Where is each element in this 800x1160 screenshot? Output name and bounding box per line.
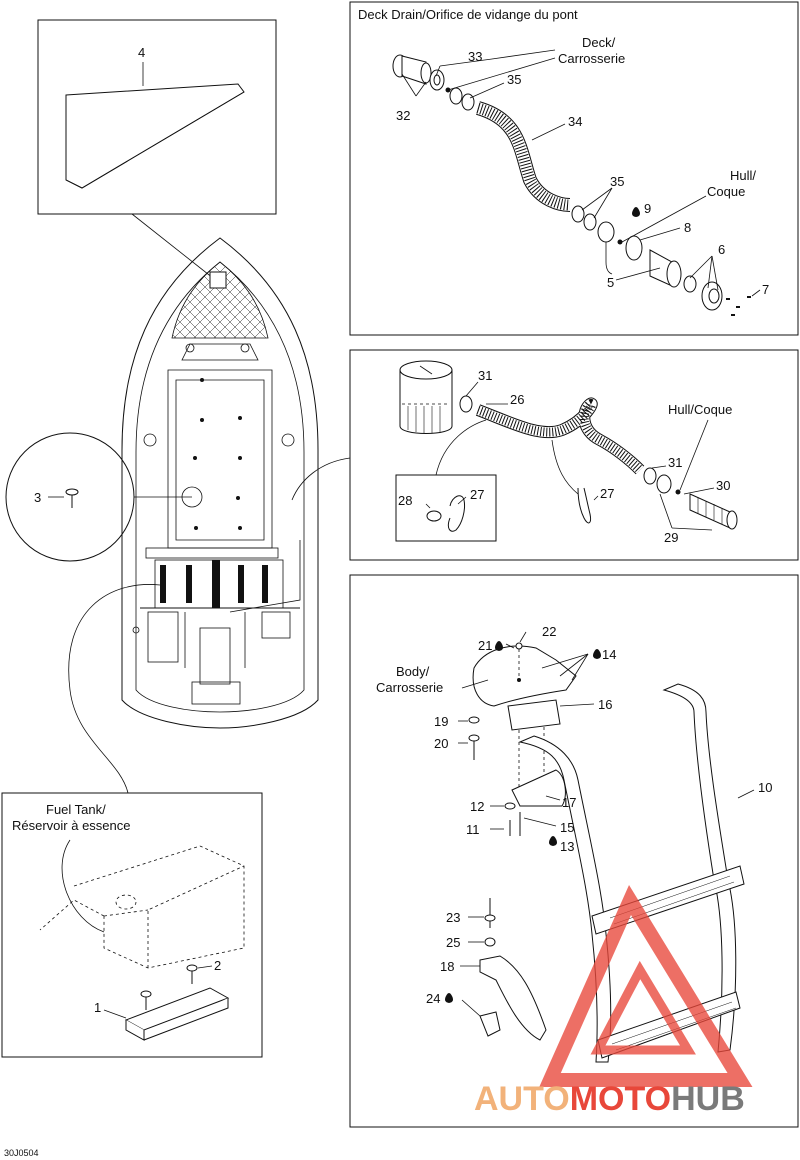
part-number-3: 3 <box>34 490 41 505</box>
part-number-31-lower: 31 <box>668 455 682 470</box>
part-number-28: 28 <box>398 493 412 508</box>
panel-frame-part4 <box>37 19 277 215</box>
bilge-pump-assembly <box>399 360 738 530</box>
part-number-10: 10 <box>758 780 772 795</box>
body-label: Body/ <box>396 664 430 679</box>
fuel-tank-label: Fuel Tank/ <box>46 802 106 817</box>
part-number-9: 9 <box>644 201 651 216</box>
deck-mat-part <box>65 62 245 189</box>
part-number-20: 20 <box>434 736 448 751</box>
part-number-27: 27 <box>600 486 614 501</box>
watermark-part2: MOTO <box>570 1080 671 1118</box>
part-number-24: 24 <box>426 991 440 1006</box>
part-number-5: 5 <box>607 275 614 290</box>
ladder-leaders <box>445 631 755 1017</box>
part-number-18: 18 <box>440 959 454 974</box>
bilge-inset-arrow <box>435 419 487 476</box>
deck-label: Deck/ <box>582 35 616 50</box>
boat-top-view <box>121 237 319 729</box>
part-number-23: 23 <box>446 910 460 925</box>
watermark-part1: AUTO <box>474 1080 570 1118</box>
part-number-17: 17 <box>562 795 576 810</box>
part-number-21: 21 <box>478 638 492 653</box>
part-number-1: 1 <box>94 1000 101 1015</box>
panel-frame-ladder <box>349 574 799 1128</box>
part-number-19: 19 <box>434 714 448 729</box>
ladder-mount-assembly <box>468 642 745 1063</box>
tie-wrap-inset <box>426 495 465 532</box>
part-number-35-upper: 35 <box>507 72 521 87</box>
bilge-leaders <box>425 381 715 531</box>
bilge-inset-box <box>395 474 497 542</box>
panel-frame-bilge <box>349 349 799 561</box>
part-number-31-upper: 31 <box>478 368 492 383</box>
watermark-part3: HUB <box>671 1080 745 1118</box>
leader-fuel-tank <box>68 584 161 794</box>
deck-drain-assembly <box>392 54 751 316</box>
panel-frame-fuel-tank <box>1 792 263 1058</box>
bow-nonskid-grid <box>171 261 269 339</box>
figure-code: 30J0504 <box>4 1148 39 1158</box>
part-number-33: 33 <box>468 49 482 64</box>
part-number-22: 22 <box>542 624 556 639</box>
hull-label-2: Coque <box>707 184 745 199</box>
bilge-hull-label: Hull/Coque <box>668 402 732 417</box>
screw-part3 <box>65 488 79 508</box>
part-number-13: 13 <box>560 839 574 854</box>
part-number-30: 30 <box>716 478 730 493</box>
part-number-11: 11 <box>466 822 480 837</box>
part-number-25: 25 <box>446 935 460 950</box>
part-number-16: 16 <box>598 697 612 712</box>
part-number-29: 29 <box>664 530 678 545</box>
part-number-27-inset: 27 <box>470 487 484 502</box>
fuel-tank-label-2: Réservoir à essence <box>12 818 131 833</box>
fuel-tank-drawing <box>39 839 245 1041</box>
watermark-text: AUTOMOTOHUB <box>474 1080 745 1118</box>
part-number-15: 15 <box>560 820 574 835</box>
part-number-2: 2 <box>214 958 221 973</box>
part-number-26: 26 <box>510 392 524 407</box>
part-number-7: 7 <box>762 282 769 297</box>
deck-label-2: Carrosserie <box>558 51 625 66</box>
deck-drain-leaders <box>401 49 761 297</box>
part-number-12: 12 <box>470 799 484 814</box>
part-number-14: 14 <box>602 647 616 662</box>
detail-circle-part3 <box>5 432 135 562</box>
part-number-6: 6 <box>718 242 725 257</box>
part-number-4: 4 <box>138 45 145 60</box>
watermark-logo <box>539 884 753 1087</box>
leader-part4 <box>131 213 219 283</box>
part-number-8: 8 <box>684 220 691 235</box>
leader-bilge <box>291 457 351 501</box>
part-number-32: 32 <box>396 108 410 123</box>
deck-drain-title: Deck Drain/Orifice de vidange du pont <box>358 7 578 22</box>
hull-label: Hull/ <box>730 168 756 183</box>
panel-frame-deck-drain <box>349 1 799 336</box>
part-number-35-lower: 35 <box>610 174 624 189</box>
body-label-2: Carrosserie <box>376 680 443 695</box>
part-number-34: 34 <box>568 114 582 129</box>
